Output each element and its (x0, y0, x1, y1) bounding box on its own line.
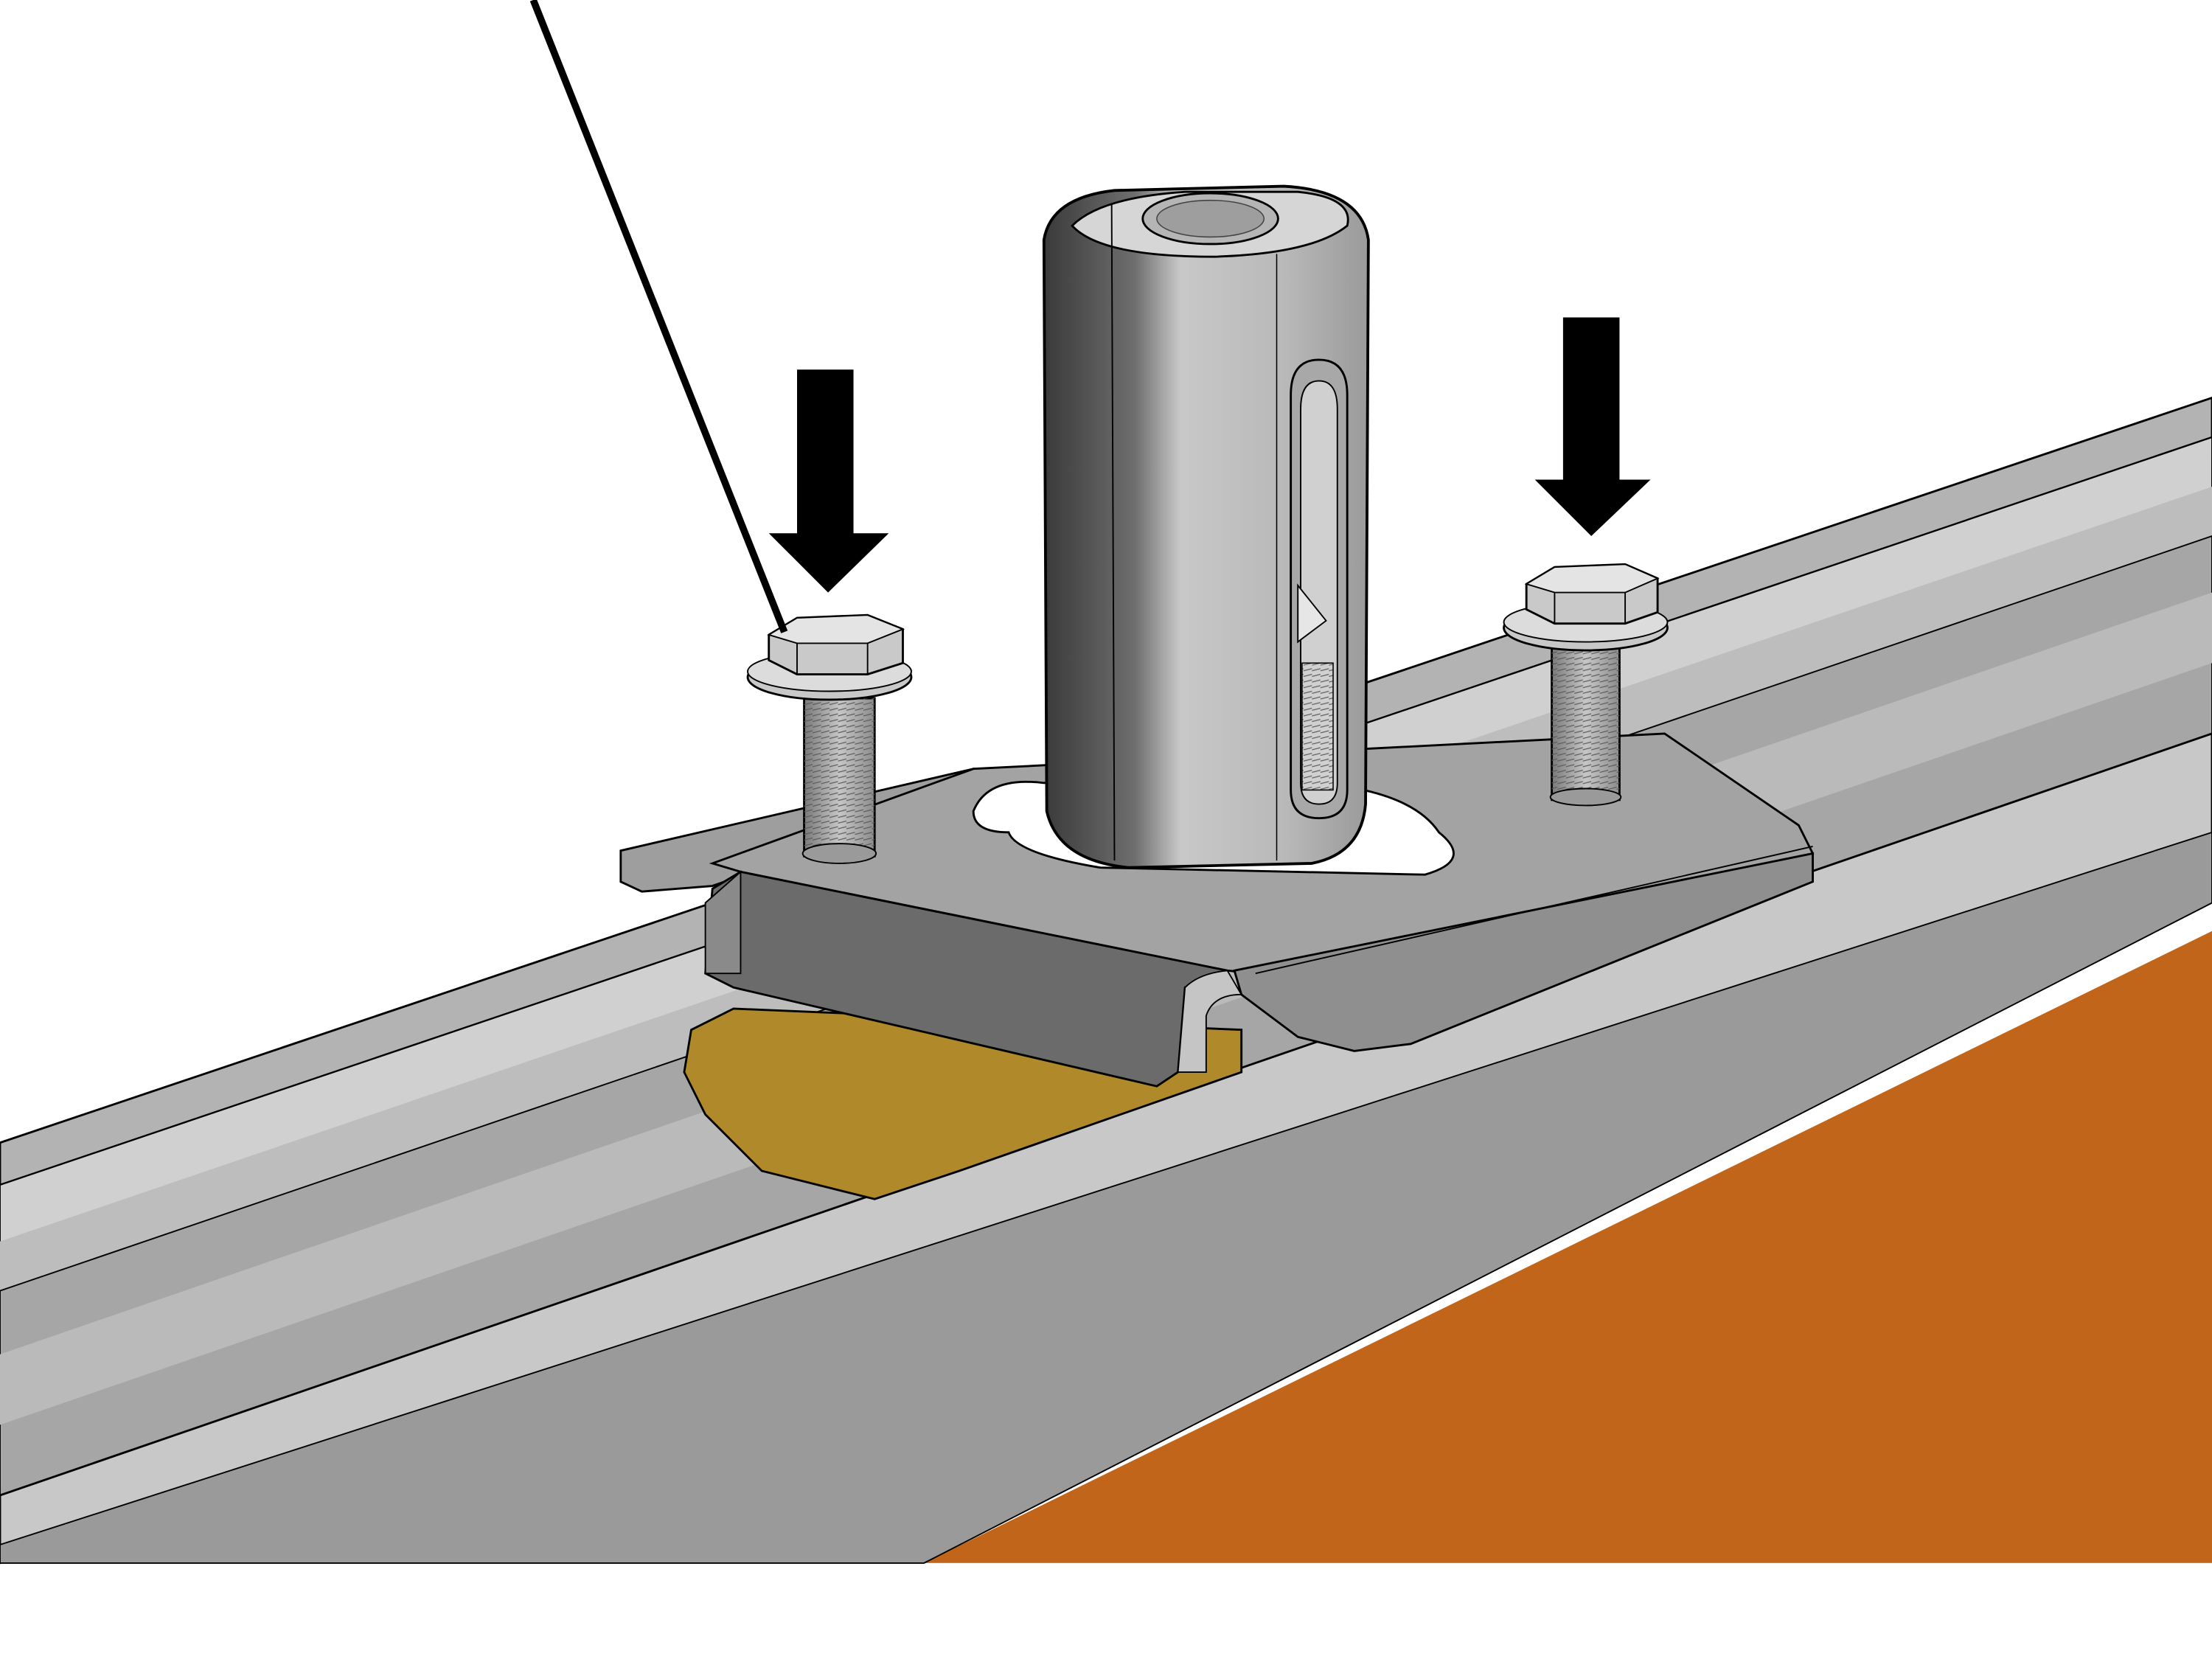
bottom-margin (0, 1562, 2212, 1659)
right-flange-bolt (1503, 563, 1669, 807)
bracket-front-bend (704, 870, 742, 975)
bracket-fold (1177, 970, 1243, 1074)
coupling-nut (1042, 184, 1370, 869)
down-arrow-icon (768, 369, 889, 593)
left-flange-bolt (746, 613, 913, 864)
bracket-right-flange (1233, 852, 1814, 1052)
down-arrow-icon (1534, 317, 1651, 537)
leader-line (529, 0, 788, 633)
rail-front-lower (0, 831, 2212, 1564)
